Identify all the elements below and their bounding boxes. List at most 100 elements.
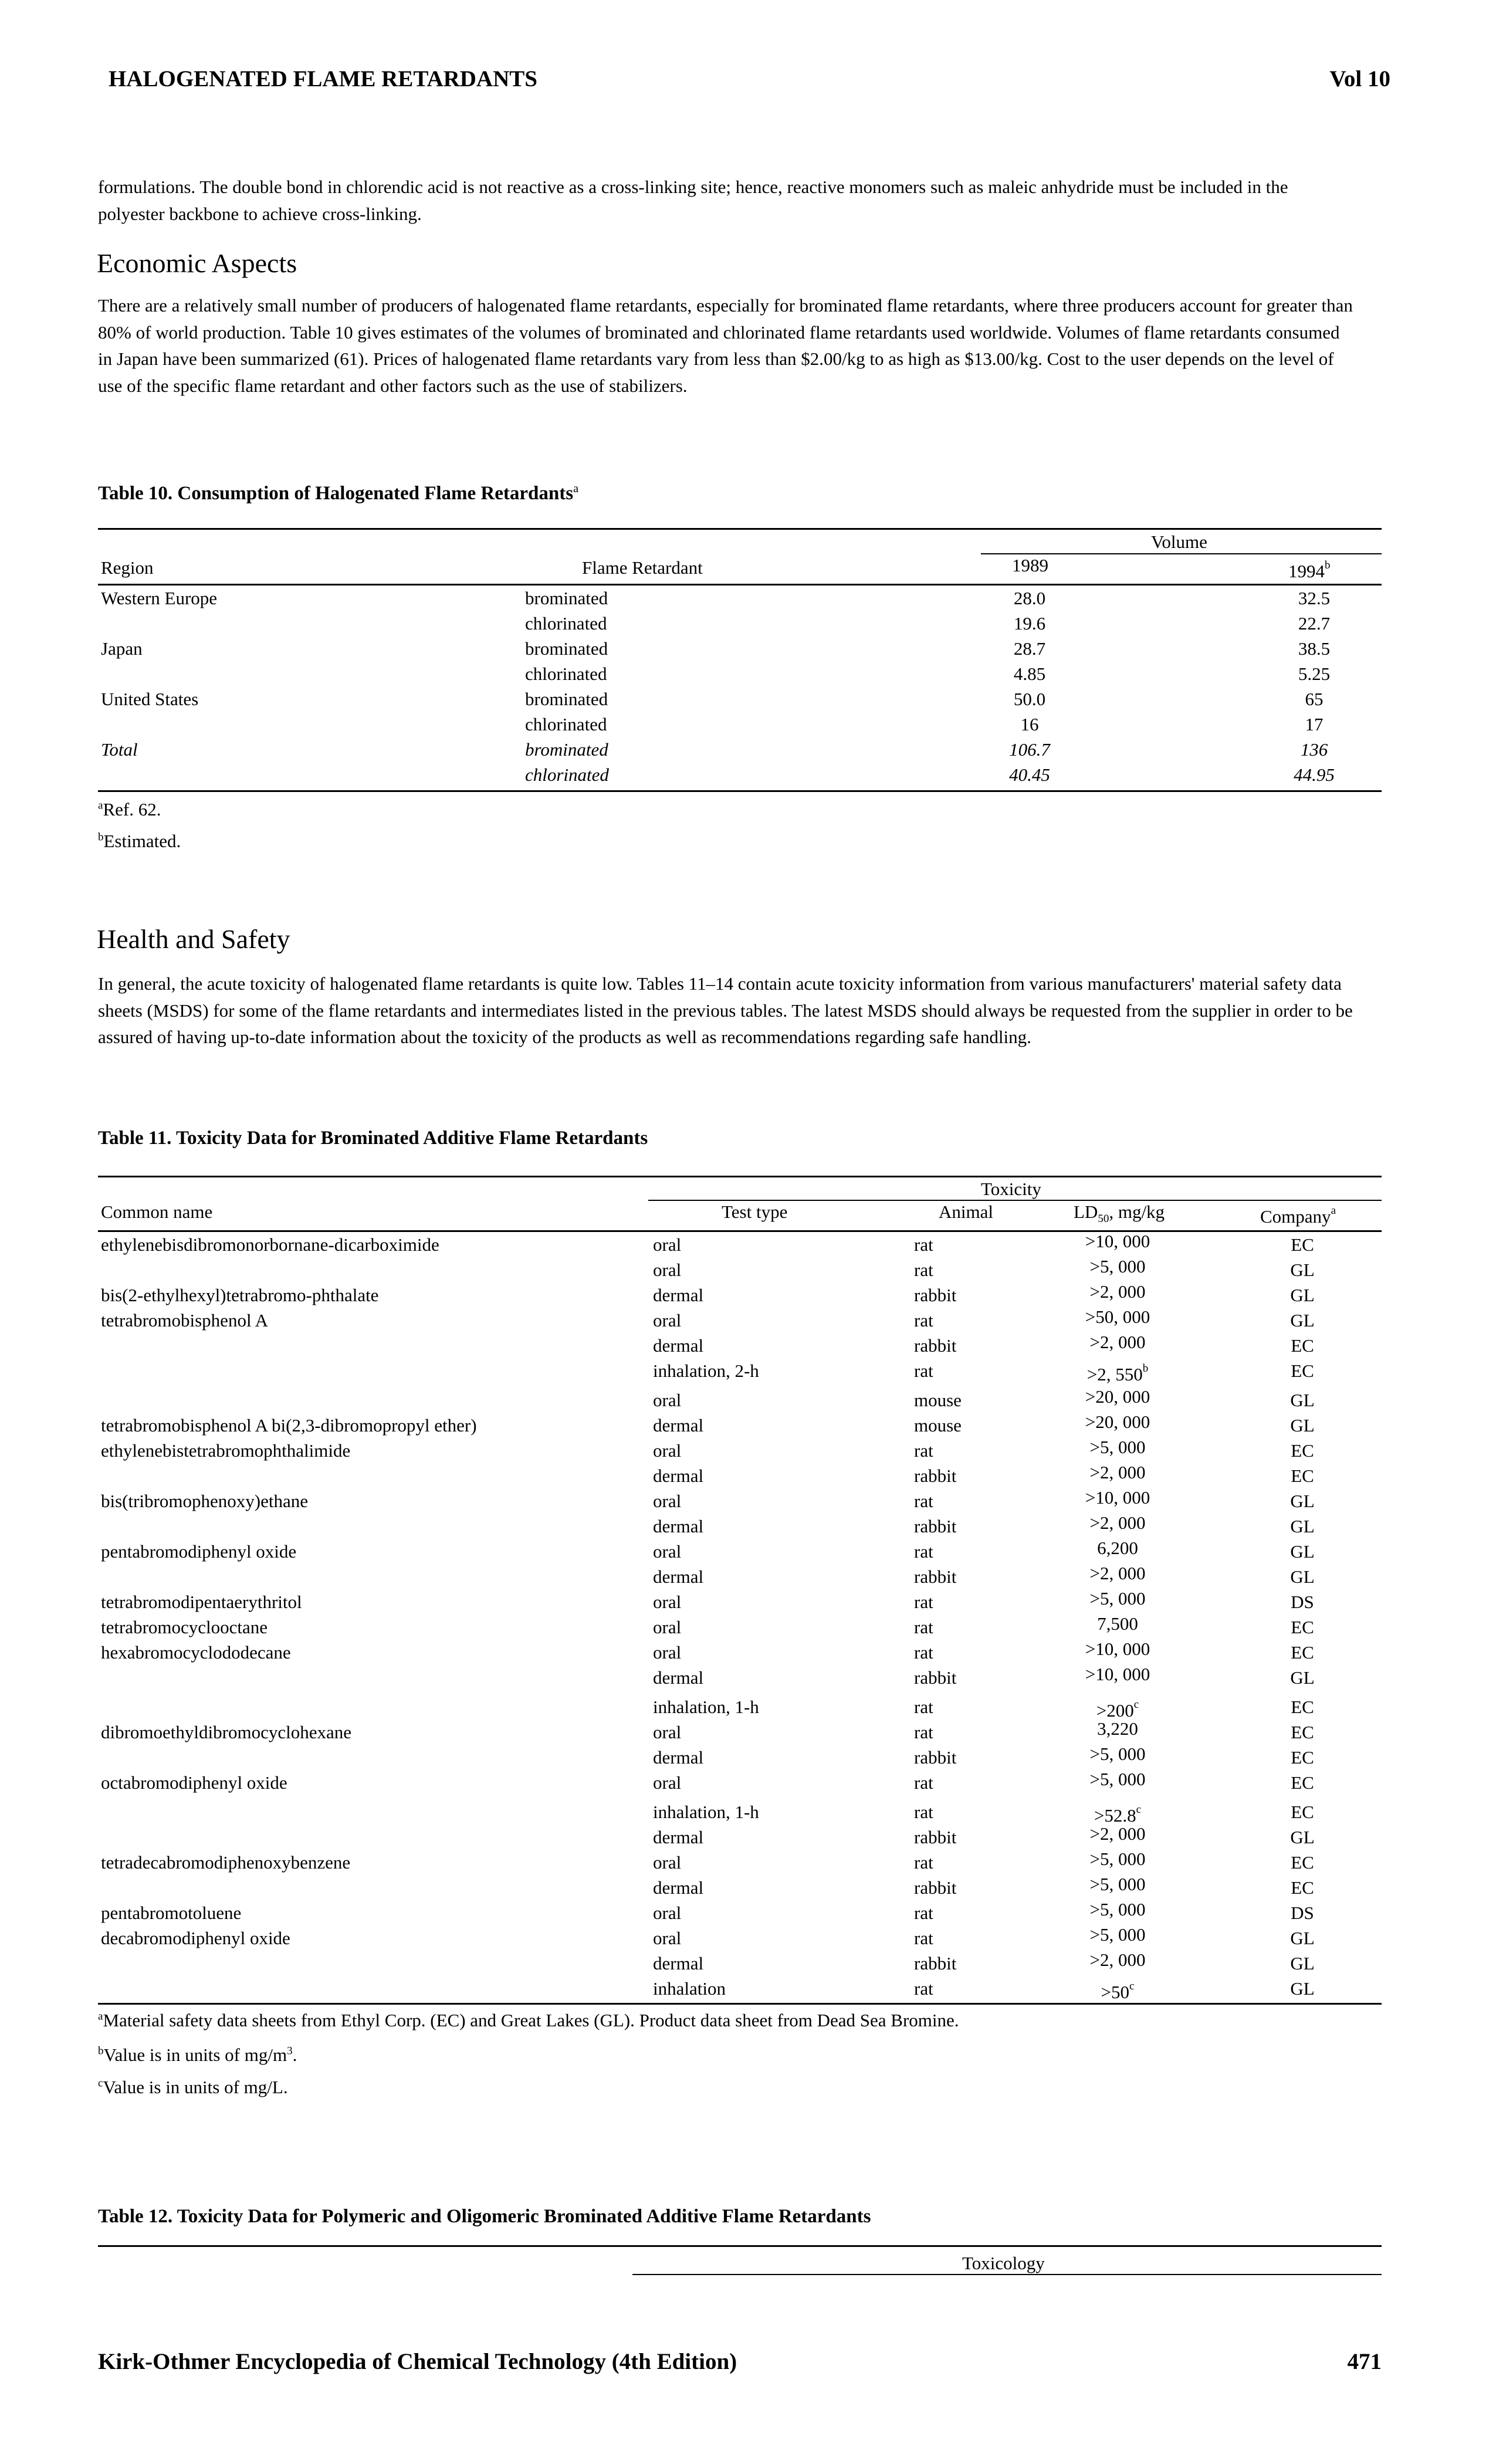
table-12-group-header: Toxicology [962, 2253, 1045, 2273]
table-11-cell-ld50: >10, 000 [1059, 1665, 1176, 1683]
health-safety-paragraph: In general, the acute toxicity of haloge… [98, 973, 1353, 1047]
table-11-cell-name: tetrabromodipentaerythritol [101, 1592, 302, 1612]
table-11-footnote: aMaterial safety data sheets from Ethyl … [98, 2010, 959, 2031]
table-11-cell-animal: rat [914, 1360, 933, 1381]
table-11-cell-ld50: >5, 000 [1059, 1925, 1176, 1944]
table-11-cell-ld50: >10, 000 [1059, 1232, 1176, 1250]
table-11-cell-ld50: >50c [1059, 1980, 1176, 2001]
ld50-value: >5, 000 [1089, 1849, 1146, 1869]
ld50-value: >2, 000 [1089, 1823, 1146, 1844]
ld50-value: >2, 000 [1089, 1332, 1146, 1352]
table-11-cell-name: tetrabromocyclooctane [101, 1617, 268, 1637]
table-10-cell-1989: 16 [1020, 714, 1039, 735]
footnote-text: Estimated. [103, 831, 181, 851]
table-10-header-rule [98, 584, 1382, 585]
table-11-cell-ld50: >2, 000 [1059, 1514, 1176, 1532]
table-10-footnote: bEstimated. [98, 831, 181, 852]
table-11-cell-company: EC [1291, 1234, 1314, 1255]
table-11-cell-ld50: >2, 550b [1059, 1363, 1176, 1383]
table-11-cell-ld50: >20, 000 [1059, 1413, 1176, 1431]
ld50-value: >5, 000 [1089, 1437, 1146, 1457]
table-11-cell-company: GL [1290, 1390, 1315, 1410]
table-10-cell-1989: 106.7 [1009, 739, 1050, 760]
table-11-cell-ld50: >10, 000 [1059, 1640, 1176, 1658]
ld50-value: >10, 000 [1085, 1664, 1150, 1684]
table-11-cell-company: GL [1290, 1978, 1315, 1999]
table-11-cell-company: GL [1290, 1516, 1315, 1536]
table-11-cell-ld50: >50, 000 [1059, 1308, 1176, 1326]
table-11-cell-ld50: >52.8c [1059, 1803, 1176, 1825]
table-11-cell-test: oral [653, 1642, 682, 1663]
table-11-cell-company: GL [1290, 1827, 1315, 1847]
table-11-cell-test: dermal [653, 1566, 704, 1587]
table-11-cell-company: GL [1290, 1928, 1315, 1948]
table-11-cell-animal: rat [914, 1978, 933, 1999]
table-11-cell-ld50: >5, 000 [1059, 1900, 1176, 1918]
table-11-cell-test: inhalation, 1-h [653, 1802, 759, 1822]
table-11-cell-animal: rat [914, 1541, 933, 1562]
table-10-cell-region: Total [101, 739, 138, 760]
table-11-cell-company: EC [1291, 1877, 1314, 1898]
table-10-cell-1989: 19.6 [1013, 613, 1046, 634]
table-11-cell-name: octabromodiphenyl oxide [101, 1772, 287, 1793]
table-10-header-1994: 1994b [1288, 559, 1331, 580]
ld50-value: >2, 000 [1089, 1949, 1146, 1970]
table-11-cell-test: dermal [653, 1953, 704, 1974]
table-10-cell-1994: 136 [1300, 739, 1328, 760]
table-10-cell-1994: 44.95 [1294, 764, 1335, 785]
table-11-cell-name: pentabromodiphenyl oxide [101, 1541, 297, 1562]
table-10-cell-retardant: chlorinated [525, 613, 607, 634]
table-11-cell-company: GL [1290, 1667, 1315, 1688]
table-11-cell-ld50: 3,220 [1059, 1720, 1176, 1738]
table-11-cell-company: EC [1291, 1617, 1314, 1637]
table-10-cell-region: Western Europe [101, 588, 218, 608]
table-10-cell-1994: 5.25 [1298, 664, 1331, 684]
ld50-value: >5, 000 [1089, 1588, 1146, 1609]
table-11-cell-test: dermal [653, 1827, 704, 1847]
table-11-cell-animal: rabbit [914, 1877, 957, 1898]
footer-page-number: 471 [1347, 2349, 1382, 2374]
table-11-cell-name: ethylenebisdibromonorbornane-dicarboximi… [101, 1234, 439, 1255]
table-11-cell-ld50: >5, 000 [1059, 1745, 1176, 1763]
table-10-header-1994-mark: b [1325, 559, 1331, 571]
company-label: Company [1260, 1206, 1331, 1227]
table-11-cell-ld50: 6,200 [1059, 1539, 1176, 1557]
ld50-units: , mg/kg [1109, 1201, 1165, 1222]
table-10-header-retardant: Flame Retardant [582, 557, 703, 578]
table-11-cell-animal: rat [914, 1260, 933, 1280]
table-11-cell-animal: rat [914, 1928, 933, 1948]
table-11-cell-ld50: >5, 000 [1059, 1438, 1176, 1456]
table-11-cell-company: EC [1291, 1465, 1314, 1486]
table-11-cell-animal: rat [914, 1617, 933, 1637]
table-11-cell-test: inhalation, 2-h [653, 1360, 759, 1381]
table-10-cell-1994: 32.5 [1298, 588, 1331, 608]
running-header-title: HALOGENATED FLAME RETARDANTS [109, 66, 537, 92]
table-11-cell-company: GL [1290, 1953, 1315, 1974]
table-11-cell-ld50: >2, 000 [1059, 1282, 1176, 1301]
table-11-footnote: cValue is in units of mg/L. [98, 2077, 288, 2098]
ld50-footnote-mark: c [1129, 1980, 1135, 1992]
table-11-cell-animal: rat [914, 1642, 933, 1663]
ld50-value: >200 [1096, 1700, 1134, 1721]
table-10-cell-1994: 17 [1305, 714, 1324, 735]
table-11-cell-company: GL [1290, 1310, 1315, 1331]
table-12-caption: Table 12. Toxicity Data for Polymeric an… [98, 2206, 871, 2227]
table-11-cell-name: tetrabromobisphenol A [101, 1310, 268, 1331]
table-11-cell-ld50: >5, 000 [1059, 1257, 1176, 1275]
ld50-value: >20, 000 [1085, 1412, 1150, 1432]
ld50-value: >10, 000 [1085, 1231, 1150, 1251]
intro-paragraph: formulations. The double bond in chloren… [98, 177, 1288, 224]
table-11-cell-test: oral [653, 1390, 682, 1410]
table-11-cell-ld50: >20, 000 [1059, 1387, 1176, 1406]
table-11-cell-ld50: >5, 000 [1059, 1770, 1176, 1788]
table-11-cell-ld50: >2, 000 [1059, 1564, 1176, 1582]
footnote-text: Value is in units of mg/L. [103, 2077, 288, 2097]
table-11-cell-animal: rabbit [914, 1953, 957, 1974]
table-11-footnote: bValue is in units of mg/m3. [98, 2045, 297, 2066]
table-10-header-1989: 1989 [1012, 555, 1048, 576]
table-10-cell-1989: 50.0 [1013, 689, 1046, 709]
ld50-value: >2, 000 [1089, 1563, 1146, 1583]
ld50-footnote-mark: c [1136, 1803, 1142, 1816]
table-11-cell-test: dermal [653, 1747, 704, 1768]
table-11-cell-animal: rabbit [914, 1285, 957, 1305]
